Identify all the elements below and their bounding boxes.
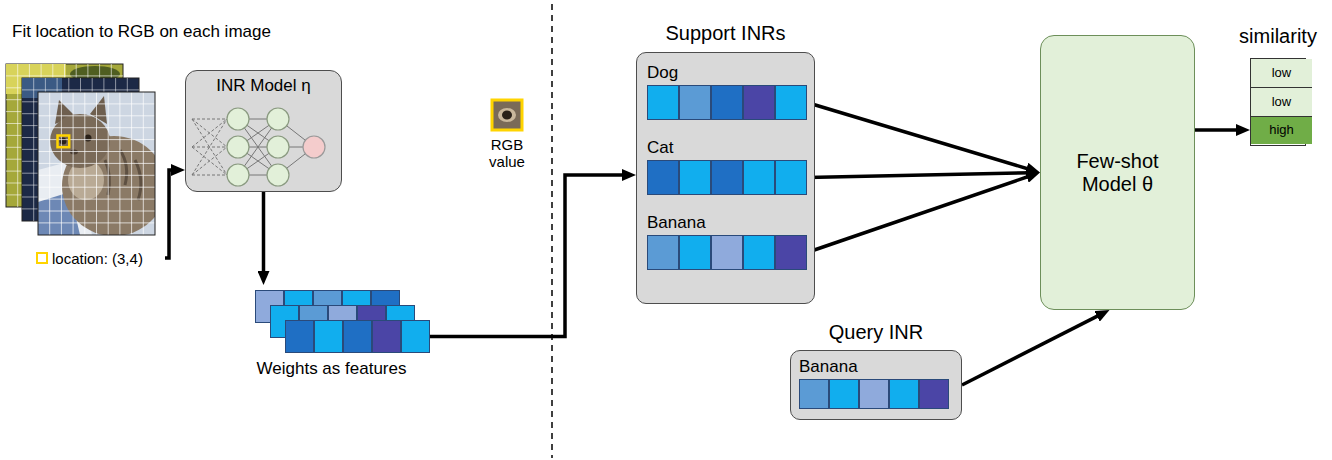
inr-weight-vector: Banana	[799, 357, 949, 411]
hidden-neuron	[267, 108, 289, 130]
node-label: Banana	[799, 357, 858, 377]
weight-vector-bar	[647, 160, 807, 195]
net-link	[192, 147, 227, 175]
node-label: Weights as features	[225, 359, 438, 379]
node-label: Few-shot Model θ	[1073, 150, 1163, 196]
node-label: high	[1251, 123, 1312, 138]
similarity-cell: low	[1251, 87, 1312, 115]
weight-cell	[711, 85, 743, 120]
node-label: INR Model η	[186, 76, 341, 96]
location-icon	[37, 253, 47, 263]
net-neurons	[227, 108, 289, 186]
weight-cell	[314, 320, 343, 353]
net-inputs	[192, 119, 227, 175]
weight-cell	[711, 235, 743, 270]
node-label: Query INR	[776, 321, 976, 344]
weight-cell	[343, 320, 372, 353]
weight-cell	[679, 160, 711, 195]
rgb-thumbnail	[492, 100, 522, 130]
output-neuron	[303, 136, 325, 158]
weight-cell	[743, 160, 775, 195]
inr-model-box: INR Model η	[185, 70, 342, 192]
cat-eye	[85, 135, 92, 142]
net-link	[192, 175, 227, 176]
weight-cell	[889, 379, 919, 409]
weight-cell	[775, 235, 807, 270]
net-link	[192, 119, 227, 175]
arrow-connector	[807, 103, 1033, 171]
weight-cell	[743, 235, 775, 270]
few-shot-model-box: Few-shot Model θ	[1040, 35, 1195, 310]
inr-weight-vector: Banana	[647, 213, 807, 271]
weight-cell	[799, 379, 829, 409]
free-label: RGB value	[477, 136, 537, 171]
similarity-cell: low	[1251, 59, 1312, 87]
arrow-connector	[962, 313, 1103, 385]
hidden-neuron	[267, 136, 289, 158]
support-set-box: Support INRsDogCatBanana	[636, 52, 815, 304]
weight-cell	[647, 85, 679, 120]
weight-cell	[647, 160, 679, 195]
net-link	[192, 119, 227, 147]
image-front-border	[38, 92, 155, 235]
weight-cell	[829, 379, 859, 409]
weight-vector-bar	[799, 379, 949, 409]
weight-cell	[285, 320, 314, 353]
node-label: Cat	[647, 138, 673, 158]
cat-eye	[60, 138, 67, 145]
similarity-cell: high	[1251, 116, 1312, 144]
node-label: location: (3,4)	[52, 250, 143, 267]
weight-vector-bar	[285, 320, 430, 353]
weight-cell	[372, 320, 401, 353]
cat-head	[50, 114, 110, 168]
inr-weight-vector: Dog	[647, 63, 807, 121]
rgb-thumbnail-border	[492, 100, 522, 130]
weight-vector-bar	[647, 235, 807, 270]
weight-cell	[711, 160, 743, 195]
weight-cell	[679, 235, 711, 270]
net-link	[192, 119, 227, 147]
arrow-connector	[1195, 128, 1243, 132]
hidden-neuron	[267, 164, 289, 186]
arrow-connector	[165, 170, 178, 258]
hidden-neuron	[227, 108, 249, 130]
node-label: similarity	[1228, 25, 1328, 48]
cat-image	[38, 92, 155, 235]
node-label: low	[1251, 95, 1312, 110]
free-label: Fit location to RGB on each image	[12, 22, 271, 42]
arrow-connector	[430, 175, 629, 337]
pixel-highlight	[58, 136, 70, 148]
weight-stack: Weights as features	[225, 285, 438, 383]
image-stack: location: (3,4)	[5, 65, 165, 270]
node-label: low	[1251, 66, 1312, 81]
rgb-thumbnail-eye	[498, 108, 516, 122]
node-label: Dog	[647, 63, 678, 83]
weight-cell	[775, 160, 807, 195]
arrow-connector	[807, 175, 1033, 253]
weight-cell	[679, 85, 711, 120]
weight-cell	[647, 235, 679, 270]
arrow-connector	[807, 173, 1033, 178]
node-label: Banana	[647, 213, 706, 233]
net-link	[192, 119, 227, 175]
weight-cell	[919, 379, 949, 409]
weight-cell	[859, 379, 889, 409]
net-link	[192, 119, 227, 120]
arrow-connector	[262, 192, 266, 278]
hidden-neuron	[227, 164, 249, 186]
weight-vector-bar	[647, 85, 807, 120]
similarity-column: similaritylowlowhigh	[1250, 58, 1306, 146]
weight-cell	[401, 320, 430, 353]
query-box: Query INRBanana	[790, 350, 962, 420]
inr-weight-vector: Cat	[647, 138, 807, 196]
image-grid	[38, 92, 155, 235]
section-divider	[551, 4, 553, 458]
weight-cell	[743, 85, 775, 120]
weight-cell	[775, 85, 807, 120]
hidden-neuron	[227, 136, 249, 158]
node-label: Support INRs	[626, 22, 826, 45]
rgb-thumbnail-pupil	[502, 111, 512, 120]
net-link	[192, 147, 227, 175]
